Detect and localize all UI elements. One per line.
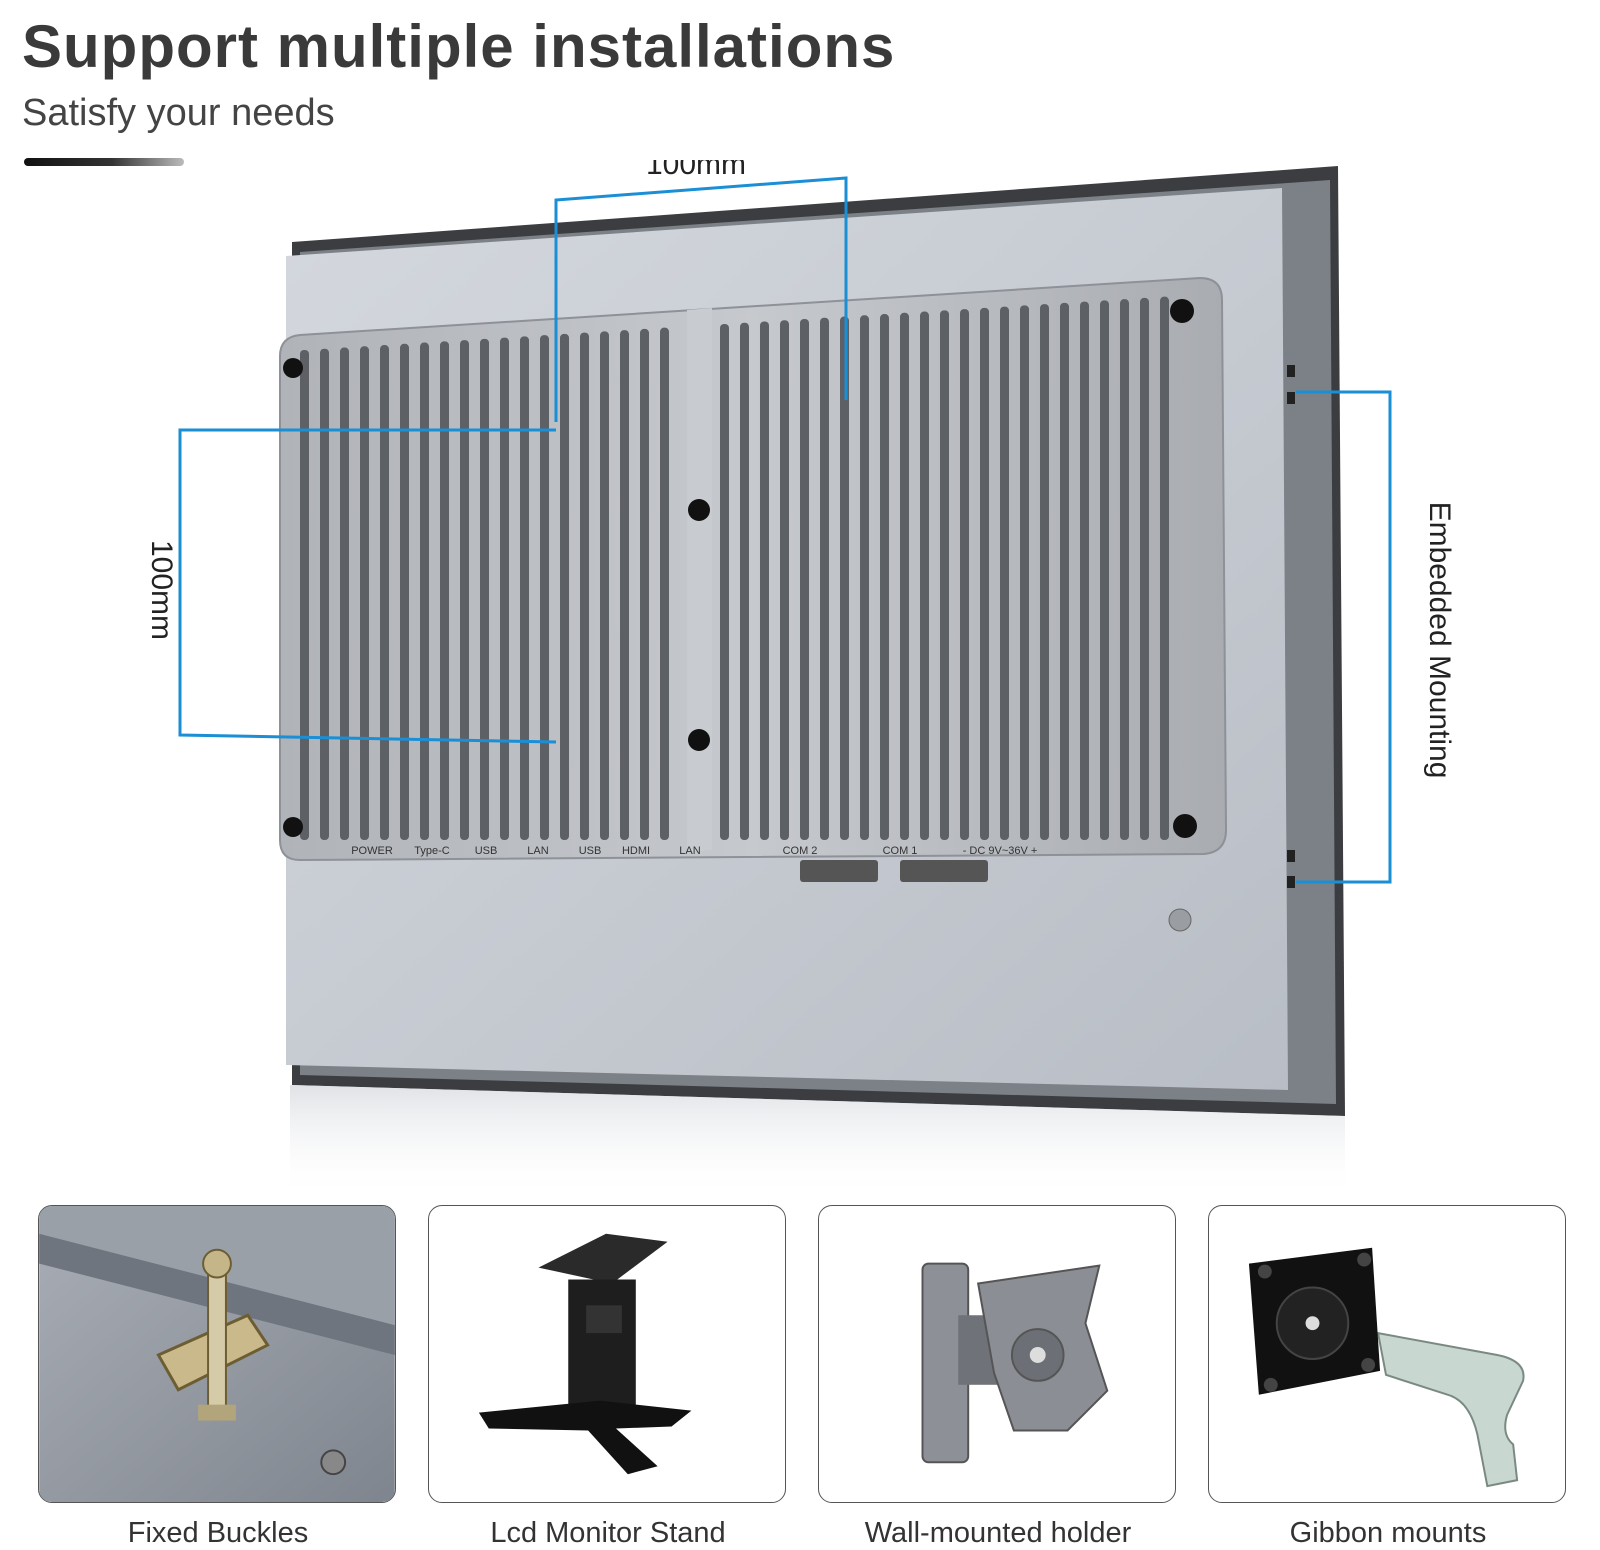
- heatsink-fin: [820, 317, 829, 840]
- heatsink-fin: [420, 342, 429, 840]
- heatsink-fin: [1060, 302, 1069, 840]
- heatsink-fin: [1160, 296, 1169, 840]
- heatsink-fin: [720, 323, 729, 840]
- title-accent-bar: [24, 158, 184, 166]
- heatsink-fin: [760, 321, 769, 840]
- heatsink-fin: [740, 322, 749, 841]
- heatsink-fin: [660, 327, 669, 840]
- mount-card-wall-holder[interactable]: [818, 1205, 1176, 1503]
- mount-card-gibbon[interactable]: [1208, 1205, 1566, 1503]
- mount-caption-lcd-stand: Lcd Monitor Stand: [490, 1517, 726, 1549]
- com1-connector: [900, 860, 988, 882]
- side-latches: [1287, 365, 1295, 888]
- heatsink-fin: [780, 320, 789, 840]
- heatsink-fin: [360, 346, 369, 840]
- heatsink-fin: [840, 316, 849, 840]
- heatsink-fin: [900, 312, 909, 840]
- heatsink-fin: [500, 337, 509, 840]
- port-label: Type-C: [414, 845, 450, 857]
- port-label: HDMI: [622, 845, 650, 857]
- mount-caption-gibbon: Gibbon mounts: [1289, 1517, 1487, 1549]
- port-label: POWER: [351, 845, 393, 857]
- screw-holes: [283, 299, 1197, 932]
- heatsink-fin: [580, 332, 589, 840]
- mount-caption-fixed-buckles: Fixed Buckles: [127, 1517, 309, 1549]
- heatsink-fin: [1000, 306, 1009, 841]
- heatsink-fins: [300, 296, 1169, 841]
- heatsink-fin: [860, 315, 869, 840]
- center-spine: [687, 308, 712, 852]
- port-label: COM 2: [783, 845, 818, 857]
- heatsink-fin: [1100, 300, 1109, 840]
- port-label: USB: [579, 845, 602, 857]
- heatsink-fin: [480, 338, 489, 840]
- heatsink-fin: [320, 348, 329, 840]
- heatsink-fin: [620, 330, 629, 840]
- heatsink-fin: [1080, 301, 1089, 840]
- buckle-icon: [39, 1206, 395, 1502]
- heatsink-fin: [920, 311, 929, 840]
- heatsink-fin: [300, 350, 309, 840]
- heatsink-fin: [1020, 305, 1029, 840]
- port-label: - DC 9V~36V +: [963, 845, 1038, 857]
- page-title: Support multiple installations: [22, 13, 896, 80]
- heatsink-fin: [600, 331, 609, 840]
- horizontal-dimension: [554, 176, 848, 422]
- gibbon-arm-icon: [1248, 1247, 1525, 1488]
- heatsink-fin: [440, 341, 449, 840]
- heatsink-fin: [340, 347, 349, 840]
- heatsink-fin: [400, 343, 409, 840]
- heatsink-fin: [940, 310, 949, 840]
- port-label: LAN: [527, 845, 548, 857]
- floor-reflection: [290, 1085, 1345, 1200]
- mount-card-lcd-stand[interactable]: [428, 1205, 786, 1503]
- port-labels-row: POWER Type-C USB LAN USB HDMI LAN COM 2 COM 1 - D…: [351, 845, 1037, 857]
- port-label: USB: [475, 845, 498, 857]
- vertical-dimension: [178, 428, 557, 744]
- heatsink-fin: [980, 307, 989, 841]
- heatsink-fin: [540, 335, 549, 840]
- heatsink-fin: [520, 336, 529, 840]
- wall-holder-icon: [921, 1262, 1109, 1464]
- mount-options: Fixed Buckles Lcd Monitor Stand Wall-mou…: [38, 1205, 1568, 1549]
- heatsink-fin: [1040, 304, 1049, 840]
- heatsink: [279, 276, 1228, 862]
- mount-caption-wall-holder: Wall-mounted holder: [864, 1517, 1132, 1549]
- heatsink-fin: [380, 345, 389, 840]
- vertical-dimension-label: 100mm: [145, 540, 178, 640]
- heatsink-fin: [1120, 299, 1129, 840]
- heatsink-fin: [880, 314, 889, 840]
- port-label: COM 1: [883, 845, 918, 857]
- embedded-mounting-label: Embedded Mounting: [1423, 502, 1456, 779]
- heatsink-fin: [800, 319, 809, 840]
- com2-connector: [800, 860, 878, 882]
- mount-card-fixed-buckles[interactable]: [38, 1205, 396, 1503]
- heatsink-fin: [460, 340, 469, 840]
- heatsink-fin: [560, 333, 569, 840]
- embedded-mounting-bracket: [1296, 390, 1392, 884]
- page-subtitle: Satisfy your needs: [22, 92, 335, 134]
- port-label: LAN: [679, 845, 700, 857]
- horizontal-dimension-label: 100mm: [646, 160, 746, 181]
- heatsink-fin: [640, 328, 649, 840]
- stand-icon: [478, 1233, 692, 1475]
- heatsink-fin: [960, 309, 969, 840]
- panel-pc-rear-view: POWER Type-C USB LAN USB HDMI LAN COM 2 COM 1 - D…: [145, 160, 1456, 1200]
- heatsink-fin: [1140, 297, 1149, 840]
